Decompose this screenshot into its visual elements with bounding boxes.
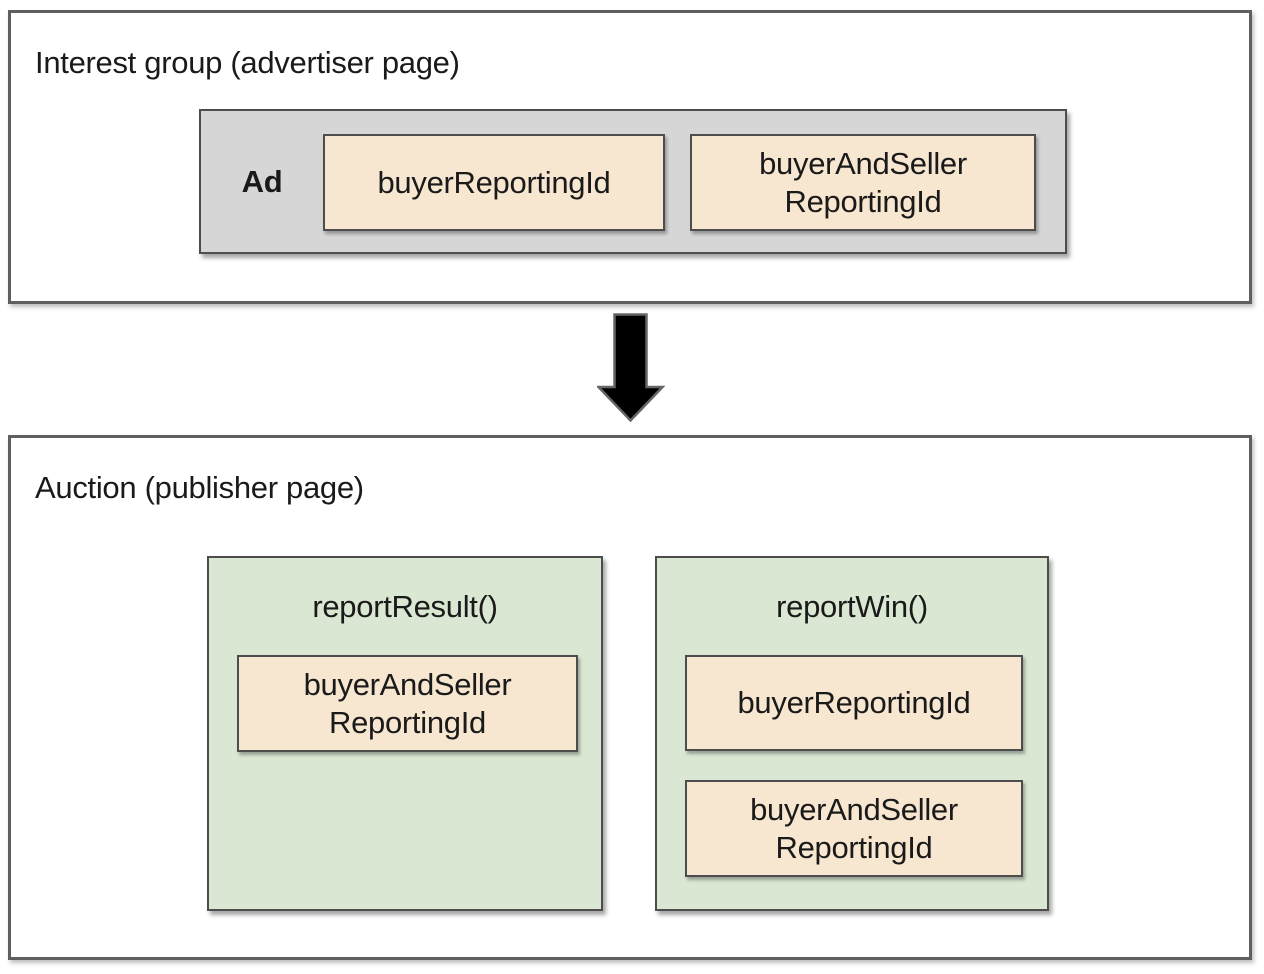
report-result-title: reportResult() [312, 589, 498, 624]
auction-title: Auction (publisher page) [35, 470, 364, 505]
report-win-box: reportWin() buyerReportingId buyerAndSel… [655, 556, 1049, 911]
interest-group-title: Interest group (advertiser page) [35, 45, 460, 80]
buyer-and-seller-reporting-id-box: buyerAndSeller ReportingId [685, 780, 1023, 877]
report-win-title: reportWin() [776, 589, 928, 624]
report-result-box: reportResult() buyerAndSeller ReportingI… [207, 556, 603, 911]
interest-group-section: Interest group (advertiser page) Ad buye… [8, 10, 1252, 304]
auction-section: Auction (publisher page) reportResult() … [8, 435, 1252, 960]
ad-container: Ad buyerReportingId buyerAndSeller Repor… [199, 109, 1067, 254]
buyer-and-seller-reporting-id-box: buyerAndSeller ReportingId [237, 655, 578, 752]
buyer-reporting-id-box: buyerReportingId [323, 134, 665, 231]
buyer-reporting-id-box: buyerReportingId [685, 655, 1023, 751]
ad-label: Ad [241, 163, 283, 199]
buyer-and-seller-reporting-id-box: buyerAndSeller ReportingId [690, 134, 1036, 231]
down-arrow-icon [595, 313, 666, 423]
